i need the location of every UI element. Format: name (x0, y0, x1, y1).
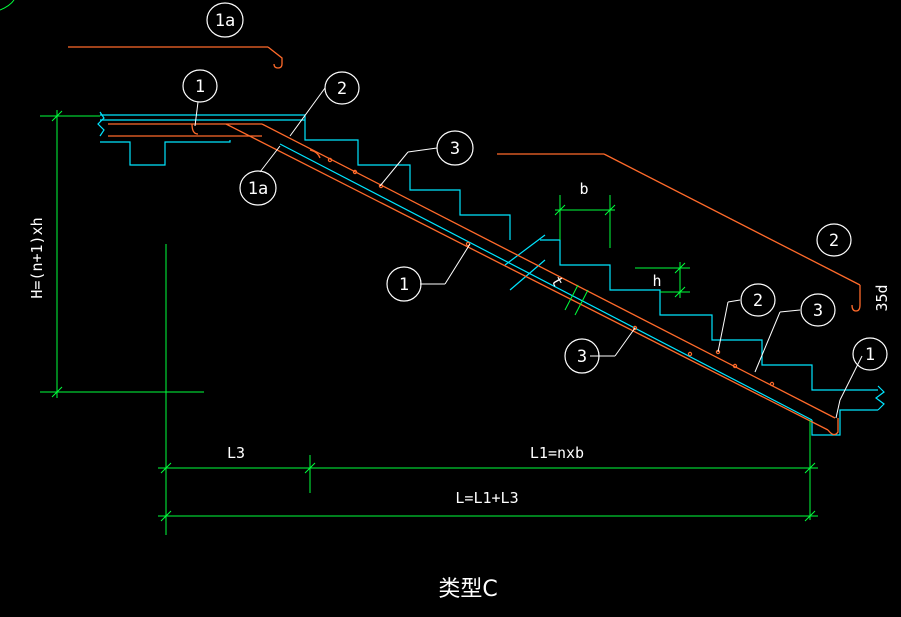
corner-arc (0, 0, 15, 11)
callout-1-mid (386, 266, 422, 302)
callout-circles (182, 2, 888, 374)
break-mark-left (97, 111, 105, 137)
callout-2-top-text: 2 (337, 79, 347, 99)
callout-1-top (182, 69, 218, 103)
rebar-1a-top-hook (267, 46, 283, 69)
callout-1-right (852, 337, 888, 371)
callout-1-top-text: 1 (195, 77, 205, 97)
l3-label: L3 (227, 444, 245, 462)
step-height-label: h (652, 272, 661, 290)
callout-2-lower (740, 283, 776, 317)
mid-break-b (509, 259, 546, 291)
rebar-2-right-diag (603, 153, 861, 286)
mid-break-a (504, 234, 546, 266)
rebar-diag-bottom (225, 123, 829, 431)
landing-bottom-outline (100, 140, 231, 166)
callout-3-lower (564, 338, 600, 374)
callout-2-top (324, 71, 360, 105)
callout-2-right-text: 2 (829, 231, 839, 251)
callout-1a-mid-text: 1a (248, 179, 268, 199)
top-landing-outline (100, 114, 511, 240)
dimension-labels: H=(n+1)xh b h t 35d L3 L1=nxb L=L1+L3 (28, 180, 891, 507)
step-width-label: b (579, 180, 588, 198)
callout-3-top-text: 3 (450, 139, 460, 159)
drawing-caption: 类型C (438, 577, 497, 602)
callout-3-right-text: 3 (813, 301, 823, 321)
dimension-lines (40, 110, 818, 535)
slab-soffit (279, 143, 813, 421)
rebar-lines (68, 46, 861, 436)
bottom-landing-outline (811, 409, 878, 436)
l-total-label: L=L1+L3 (455, 489, 518, 507)
rebar-2-right-hook (851, 285, 861, 312)
rebar-bottom-hook (827, 418, 839, 436)
callout-3-top (436, 130, 474, 166)
rebar-top-left-hook (191, 123, 199, 135)
break-mark-right (875, 385, 885, 411)
callout-1-right-text: 1 (865, 345, 875, 365)
callout-2-lower-text: 2 (753, 291, 763, 311)
upper-steps-lower (540, 239, 878, 391)
callout-1a-mid (239, 170, 277, 206)
callout-1a-top (206, 2, 244, 38)
callout-2-right (816, 223, 852, 257)
callout-1-mid-text: 1 (399, 275, 409, 295)
callout-3-right (800, 293, 836, 327)
height-dimension-label: H=(n+1)xh (28, 217, 46, 298)
callout-1a-top-text: 1a (215, 11, 235, 31)
rebar-2-top-hook (309, 149, 321, 159)
l1-label: L1=nxb (530, 444, 584, 462)
stair-outline (97, 111, 885, 436)
anchor-length-label: 35d (873, 284, 891, 311)
callout-labels: 1a 1 2 3 1a 1 3 2 2 3 1 (195, 11, 875, 367)
leader-lines (194, 87, 863, 419)
callout-3-lower-text: 3 (577, 347, 587, 367)
rebar-diag-top (261, 123, 836, 419)
